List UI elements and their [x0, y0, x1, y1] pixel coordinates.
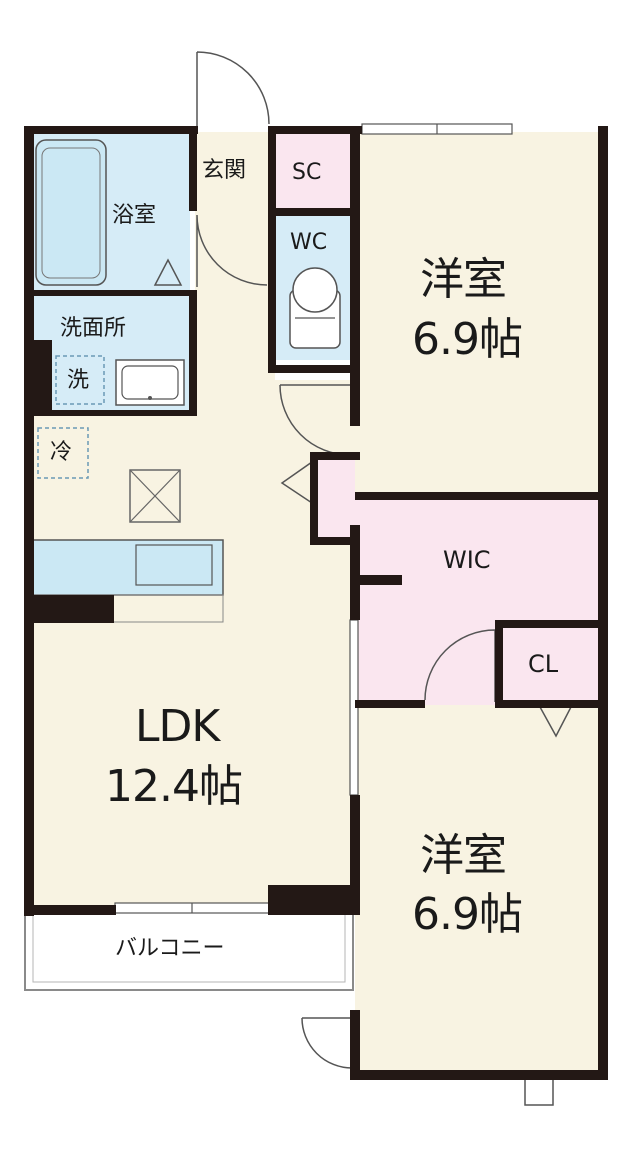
bedroom2-size: 6.9帖	[412, 889, 523, 940]
toilet-label: WC	[290, 230, 328, 255]
toilet	[289, 267, 341, 349]
kitchen-counter	[32, 539, 224, 623]
washer-slot	[55, 355, 105, 405]
hall-floor	[195, 210, 275, 385]
sc-floor	[275, 132, 355, 210]
washer-label: 洗	[67, 368, 90, 393]
bedroom1-name: 洋室	[420, 254, 507, 305]
wic-label: WIC	[443, 546, 491, 574]
entrance-floor	[195, 132, 275, 210]
bedroom2-floor	[355, 705, 605, 1075]
bath-label: 浴室	[112, 203, 157, 228]
ldk-size: 12.4帖	[105, 761, 243, 812]
bedroom1-floor	[355, 132, 605, 497]
shoe-closet-label: SC	[292, 160, 322, 185]
ldk-name: LDK	[135, 701, 220, 752]
fridge-slot	[37, 427, 89, 479]
cl-floor	[500, 622, 605, 705]
floors	[30, 132, 605, 1075]
walls	[24, 126, 608, 1080]
closet-label: CL	[528, 650, 559, 678]
fridge-label: 冷	[50, 440, 73, 465]
range-hood	[129, 469, 181, 523]
ldk-nook-floor	[315, 455, 355, 540]
ldk-floor	[30, 380, 355, 910]
washroom-label: 洗面所	[60, 316, 127, 341]
bedroom1-size: 6.9帖	[412, 314, 523, 365]
bathtub	[35, 139, 183, 286]
bedroom2-name: 洋室	[420, 830, 507, 881]
entrance-label: 玄関	[202, 158, 247, 183]
balcony-label: バルコニー	[115, 936, 225, 961]
washbasin	[115, 359, 185, 406]
